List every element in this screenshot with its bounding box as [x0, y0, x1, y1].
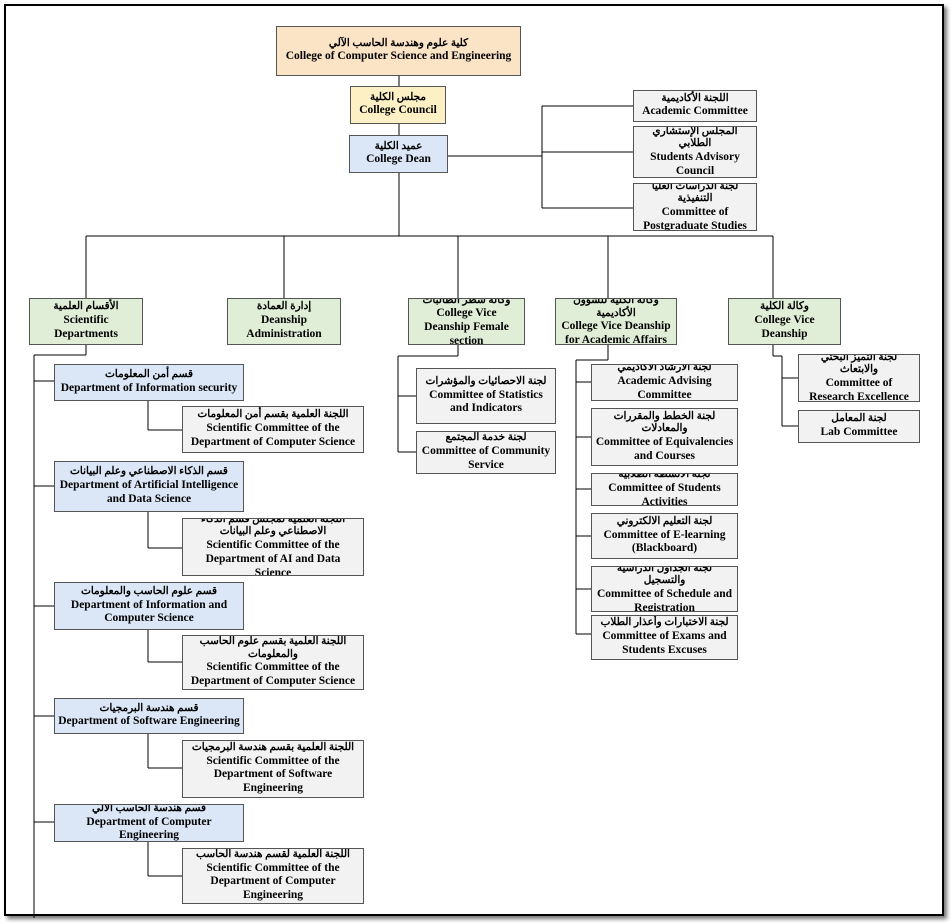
branch-deanship-administration: إدارة العمادة Deanship Administration [227, 298, 341, 345]
department-committee-box: اللجنة العلمية بقسم هندسة البرمجيات Scie… [182, 740, 364, 798]
department-committee-en: Scientific Committee of the Department o… [206, 754, 340, 795]
branch-title-en: College Vice Deanship for Academic Affai… [561, 320, 671, 345]
branch-title-en: Deanship Administration [246, 314, 322, 340]
department-title-en: Department of Information and Computer S… [70, 598, 228, 625]
department-title-ar: قسم علوم الحاسب والمعلومات [80, 585, 218, 597]
department-committee-ar: اللجنة العلمية بقسم علوم الحاسب والمعلوم… [199, 636, 347, 660]
branch-title-ar: وكالة شطر الطالبات [422, 298, 511, 306]
college-title-en: College of Computer Science and Engineer… [285, 50, 512, 63]
academic-affairs-committee-en: Committee of Exams and Students Excuses [602, 630, 727, 656]
academic-affairs-committee-box: لجنة الخطط والمقررات والمعادلات Committe… [591, 408, 738, 466]
dean-committee-ar: اللجنة الأكاديمية [661, 92, 729, 104]
department-title-ar: قسم الذكاء الاصطناعي وعلم البيانات [70, 466, 228, 478]
department-title-ar: قسم أمن المعلومات [104, 369, 194, 381]
department-committee-ar: اللجنة العلمية لقسم هندسة الحاسب [196, 849, 350, 861]
academic-affairs-committee-ar: لجنة التعليم الالكتروني [616, 515, 713, 527]
branch-academic-affairs: وكالة الكلية للشؤون الأكاديمية College V… [555, 298, 677, 345]
vice-committee-en: Lab Committee [820, 425, 898, 438]
academic-affairs-committee-ar: لجنة الأنشطة الطلابية [618, 473, 711, 481]
department-committee-ar: اللجنة العلمية بقسم أمن المعلومات [197, 409, 349, 421]
department-box: قسم هندسة البرمجيات Department of Softwa… [54, 698, 244, 734]
vice-committee-box: لجنة المعامل Lab Committee [798, 410, 920, 443]
branch-female-section: وكالة شطر الطالبات College Vice Deanship… [408, 298, 525, 345]
academic-affairs-committee-ar: لجنة الاختبارات وأعذار الطلاب [600, 617, 729, 629]
department-title-en: Department of Software Engineering [58, 715, 240, 728]
academic-affairs-committee-box: لجنة الأنشطة الطلابية Committee of Stude… [591, 473, 738, 506]
department-committee-box: اللجنة العلمية بقسم أمن المعلومات Scient… [182, 406, 364, 453]
branch-title-ar: إدارة العمادة [256, 301, 312, 313]
department-committee-en: Scientific Committee of the Department o… [206, 861, 340, 902]
department-box: قسم هندسة الحاسب الآلي Department of Com… [54, 804, 244, 842]
branch-title-ar: وكالة الكلية للشؤون الأكاديمية [573, 298, 659, 319]
branch-scientific-departments: الأقسام العلمية Scientific Departments [29, 298, 143, 345]
department-committee-en: Scientific Committee of the Department o… [190, 661, 356, 688]
department-committee-en: Scientific Committee of the Department o… [190, 422, 356, 448]
department-box: قسم أمن المعلومات Department of Informat… [54, 364, 244, 401]
academic-affairs-committee-box: لجنة الاختبارات وأعذار الطلاب Committee … [591, 615, 738, 660]
branch-vice-deanship: وكالة الكلية College Vice Deanship [728, 298, 841, 345]
department-box: قسم علوم الحاسب والمعلومات Department of… [54, 582, 244, 630]
vice-committee-en: Committee of Research Excellence [809, 376, 909, 402]
academic-affairs-committee-ar: لجنة الخطط والمقررات والمعادلات [613, 410, 716, 435]
students-advisory-box: المجلس الإستشاري الطلابي Students Adviso… [633, 126, 757, 178]
department-title-en: Department of Computer Engineering [86, 815, 212, 842]
academic-affairs-committee-en: Committee of E-learning (Blackboard) [603, 528, 726, 555]
academic-affairs-committee-ar: لجنة الارشاد الأكاديمي [617, 364, 712, 374]
dean-committee-en: Committee of Postgraduate Studies [643, 205, 747, 231]
branch-title-ar: الأقسام العلمية [53, 301, 119, 313]
female-committee-en: Committee of Statistics and Indicators [429, 388, 543, 415]
department-title-en: Department of Information security [60, 381, 238, 394]
council-title-ar: مجلس الكلية [369, 91, 427, 103]
department-title-ar: قسم هندسة الحاسب الآلي [92, 804, 206, 814]
college-box: كلية علوم وهندسة الحاسب الآلي College of… [276, 26, 521, 76]
department-box: قسم الذكاء الاصطناعي وعلم البيانات Depar… [54, 461, 244, 512]
academic-committee-box: اللجنة الأكاديمية Academic Committee [633, 90, 757, 122]
female-committee-box: لجنة الاحصائيات والمؤشرات Committee of S… [416, 368, 556, 424]
branch-title-ar: وكالة الكلية [760, 301, 809, 313]
academic-affairs-committee-box: لجنة الارشاد الأكاديمي Academic Advising… [591, 364, 738, 401]
branch-title-en: College Vice Deanship [754, 314, 815, 340]
dean-committee-ar: المجلس الإستشاري الطلابي [652, 126, 738, 150]
department-committee-box: اللجنة العلمية بقسم علوم الحاسب والمعلوم… [182, 635, 364, 690]
academic-affairs-committee-ar: لجنة الجداول الدراسية والتسجيل [616, 566, 713, 587]
female-committee-ar: لجنة خدمة المجتمع [445, 432, 527, 444]
academic-affairs-committee-en: Academic Advising Committee [617, 375, 712, 401]
dean-title-en: College Dean [366, 153, 431, 166]
dean-title-ar: عميد الكلية [374, 140, 423, 152]
department-committee-ar: اللجنة العلمية لمجلس قسم الذكاء الاصطناع… [200, 518, 346, 538]
academic-affairs-committee-en: Committee of Equivalencies and Courses [595, 435, 734, 462]
department-title-en: Department of Artificial Intelligence an… [59, 479, 239, 505]
branch-title-en: College Vice Deanship Female section [424, 307, 509, 345]
vice-committee-box: لجنة التميز البحثي والابتعاث Committee o… [798, 354, 920, 402]
department-title-ar: قسم هندسة البرمجيات [99, 702, 199, 714]
academic-affairs-committee-en: Committee of Schedule and Registration [596, 587, 733, 612]
college-title-ar: كلية علوم وهندسة الحاسب الآلي [328, 37, 469, 49]
department-committee-box: اللجنة العلمية لقسم هندسة الحاسب Scienti… [182, 848, 364, 904]
dean-committee-en: Academic Committee [642, 105, 748, 118]
postgraduate-committee-box: لجنة الدراسات العليا التنفيذية Committee… [633, 183, 757, 231]
vice-committee-ar: لجنة التميز البحثي والابتعاث [820, 354, 898, 376]
dean-box: عميد الكلية College Dean [349, 135, 448, 173]
female-committee-ar: لجنة الاحصائيات والمؤشرات [425, 375, 547, 387]
department-committee-ar: اللجنة العلمية بقسم هندسة البرمجيات [191, 742, 355, 753]
academic-affairs-committee-box: لجنة التعليم الالكتروني Committee of E-l… [591, 513, 738, 559]
vice-committee-ar: لجنة المعامل [831, 413, 887, 425]
academic-affairs-committee-box: لجنة الجداول الدراسية والتسجيل Committee… [591, 566, 738, 612]
dean-committee-ar: لجنة الدراسات العليا التنفيذية [651, 183, 739, 205]
branch-title-en: Scientific Departments [54, 314, 118, 340]
dean-committee-en: Students Advisory Council [650, 150, 740, 177]
council-title-en: College Council [359, 104, 437, 117]
female-committee-en: Committee of Community Service [421, 445, 551, 471]
academic-affairs-committee-en: Committee of Students Activities [608, 482, 721, 506]
council-box: مجلس الكلية College Council [350, 86, 446, 124]
department-committee-en: Scientific Committee of the Department o… [205, 538, 341, 576]
female-committee-box: لجنة خدمة المجتمع Committee of Community… [416, 431, 556, 474]
department-committee-box: اللجنة العلمية لمجلس قسم الذكاء الاصطناع… [182, 518, 364, 576]
